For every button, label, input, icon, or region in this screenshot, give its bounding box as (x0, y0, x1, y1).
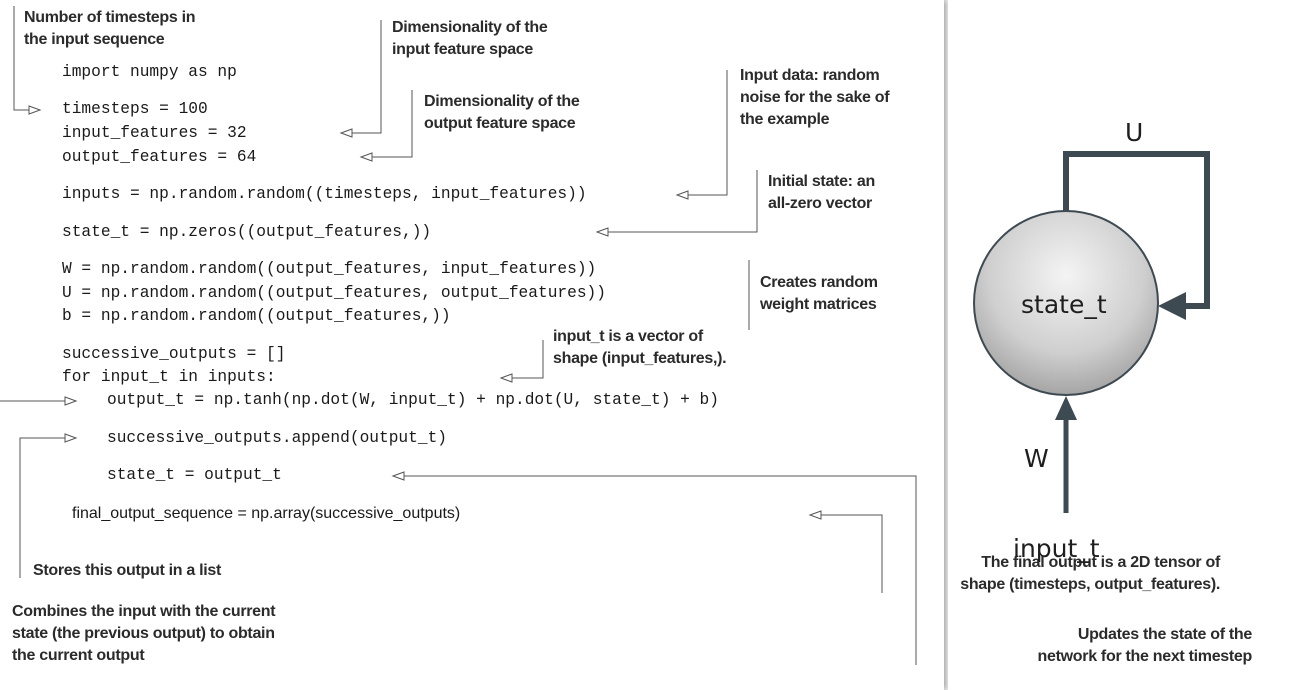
annotation-input-dim-line2: input feature space (392, 41, 534, 58)
leader-updates (404, 475, 917, 665)
annotation-input-t-line2: shape (input_features,). (553, 350, 727, 367)
input-label: input_t (1013, 534, 1100, 563)
annotation-input-data-line1: Input data: random (740, 67, 880, 84)
arrowhead-final-output (808, 510, 822, 520)
annotation-combines: Combines the input with the current stat… (12, 601, 276, 667)
arrowhead-input-t (499, 373, 513, 383)
leader-initial-state (608, 170, 758, 233)
arrowhead-input-data (675, 190, 689, 200)
leader-timesteps (13, 6, 30, 111)
annotation-input-t: input_t is a vector of shape (input_feat… (553, 326, 727, 370)
code-state-t: state_t = np.zeros((output_features,)) (62, 223, 432, 241)
annotation-output-dim-line2: output feature space (424, 115, 576, 132)
annotation-weights-line2: weight matrices (760, 296, 877, 313)
annotation-combines-line2: state (the previous output) to obtain (12, 625, 275, 642)
annotation-updates-line2: network for the next timestep (1037, 648, 1253, 665)
recurrent-loop (1063, 151, 1210, 309)
annotation-input-t-line1: input_t is a vector of (553, 328, 703, 345)
annotation-initial-state-line2: all-zero vector (768, 195, 872, 212)
leader-input-dim (352, 20, 382, 134)
arrowhead-updates (391, 471, 405, 481)
annotation-stores: Stores this output in a list (33, 560, 221, 582)
annotation-input-data-line2: noise for the sake of (740, 89, 890, 106)
annotation-updates: Updates the state of the network for the… (1037, 624, 1253, 668)
annotation-weights: Creates random weight matrices (760, 272, 878, 316)
annotation-timesteps-line2: the input sequence (24, 31, 165, 48)
code-state-update: state_t = output_t (107, 466, 282, 484)
code-W: W = np.random.random((output_features, i… (62, 260, 597, 278)
arrowhead-stores (64, 433, 78, 443)
arrowhead-output-dim (359, 152, 373, 162)
annotation-output-dim-line1: Dimensionality of the (424, 93, 580, 110)
state-node-label: state_t (1021, 290, 1107, 319)
code-U: U = np.random.random((output_features, o… (62, 284, 606, 302)
recurrent-weight-label: U (1125, 118, 1144, 147)
code-for-loop: for input_t in inputs: (62, 368, 276, 386)
leader-input-data (688, 70, 728, 196)
code-import: import numpy as np (62, 63, 237, 81)
annotation-weights-line1: Creates random (760, 274, 878, 291)
annotation-leader-lines (0, 6, 917, 665)
input-arrowhead (1055, 396, 1077, 420)
annotation-input-dim: Dimensionality of the input feature spac… (392, 17, 548, 61)
annotation-stores-line1: Stores this output in a list (33, 562, 222, 579)
annotation-input-dim-line1: Dimensionality of the (392, 19, 548, 36)
code-input-features: input_features = 32 (62, 124, 247, 142)
code-inputs: inputs = np.random.random((timesteps, in… (62, 185, 587, 203)
code-successive-outputs: successive_outputs = [] (62, 345, 286, 363)
code-append: successive_outputs.append(output_t) (107, 429, 447, 447)
annotation-initial-state-line1: Initial state: an (768, 173, 875, 190)
annotation-final-output: The final output is a 2D tensor of shape… (960, 552, 1220, 596)
annotation-output-dim: Dimensionality of the output feature spa… (424, 91, 580, 135)
code-output-t: output_t = np.tanh(np.dot(W, input_t) + … (107, 391, 719, 409)
annotation-timesteps-line1: Number of timesteps in (24, 9, 196, 26)
annotation-final-output-line1: The final output is a 2D tensor of (981, 554, 1220, 571)
annotation-final-output-line2: shape (timesteps, output_features). (960, 576, 1220, 593)
annotation-combines-line1: Combines the input with the current (12, 603, 276, 620)
arrowhead-combines (64, 396, 78, 406)
code-final: final_output_sequence = np.array(success… (72, 505, 461, 522)
annotation-timesteps: Number of timesteps in the input sequenc… (24, 7, 196, 51)
leader-stores (19, 437, 66, 578)
annotation-combines-line3: the current output (12, 647, 145, 664)
annotation-input-data: Input data: random noise for the sake of… (740, 65, 890, 131)
leader-output-dim (372, 90, 413, 158)
arrowhead-input-dim (339, 128, 353, 138)
annotation-input-data-line3: the example (740, 111, 830, 128)
leader-final-output (821, 514, 883, 593)
code-output-features: output_features = 64 (62, 148, 257, 166)
annotation-updates-line1: Updates the state of the (1077, 626, 1252, 643)
code-timesteps: timesteps = 100 (62, 100, 208, 118)
input-weight-label: W (1024, 444, 1049, 473)
arrowhead-initial-state (595, 227, 609, 237)
code-b: b = np.random.random((output_features,)) (62, 307, 451, 325)
recurrent-arrowhead (1158, 292, 1186, 320)
annotation-initial-state: Initial state: an all-zero vector (768, 171, 875, 215)
leader-input-t (512, 340, 544, 379)
code-figure-panel (0, 0, 944, 690)
arrowhead-timesteps (28, 105, 42, 115)
